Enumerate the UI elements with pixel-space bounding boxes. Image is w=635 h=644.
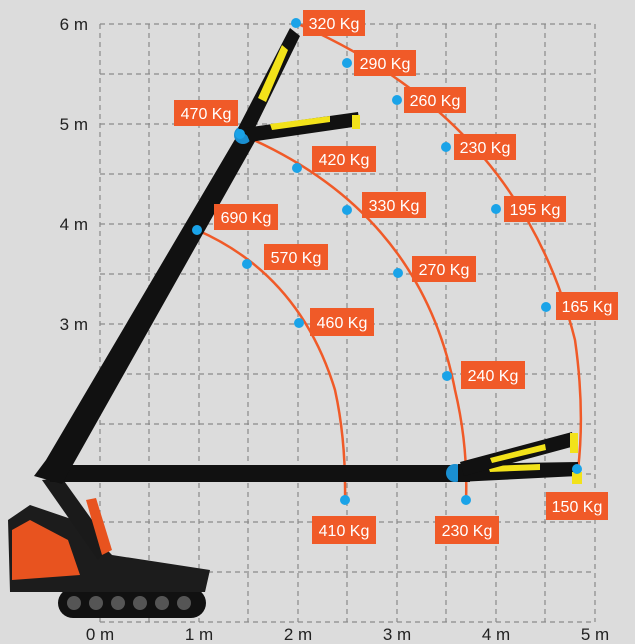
load-label: 260 Kg: [410, 93, 461, 110]
outer-reach-arc: [295, 21, 583, 471]
load-point: 410 Kg: [312, 495, 376, 544]
load-point: 270 Kg: [393, 256, 476, 282]
load-label: 320 Kg: [309, 16, 360, 33]
load-point-marker: [393, 268, 403, 278]
load-point-marker: [342, 205, 352, 215]
load-point: 290 Kg: [342, 50, 416, 76]
x-tick-label: 0 m: [86, 625, 114, 644]
load-point-marker: [291, 18, 301, 28]
load-label-box: [404, 87, 466, 113]
x-tick-label: 3 m: [383, 625, 411, 644]
load-point: 460 Kg: [294, 308, 374, 336]
load-label-box: [312, 146, 376, 172]
load-point: 420 Kg: [292, 146, 376, 173]
load-label-box: [556, 292, 618, 320]
load-label: 230 Kg: [442, 523, 493, 540]
load-label-box: [174, 100, 238, 126]
load-point-marker: [294, 318, 304, 328]
x-axis: 0 m 1 m 2 m 3 m 4 m 5 m: [86, 625, 609, 644]
load-point: 470 Kg: [174, 100, 245, 139]
load-point-marker: [340, 495, 350, 505]
reach-arcs: [196, 21, 583, 501]
inner-reach-arc: [196, 228, 347, 501]
machine: [8, 28, 582, 618]
load-label: 195 Kg: [510, 202, 561, 219]
load-point: 320 Kg: [291, 10, 365, 36]
y-tick-label: 4 m: [60, 215, 88, 234]
load-point-marker: [541, 302, 551, 312]
load-point-marker: [342, 58, 352, 68]
load-label-box: [214, 204, 278, 230]
load-point: 165 Kg: [541, 292, 618, 320]
load-label-box: [504, 196, 566, 222]
x-tick-label: 4 m: [482, 625, 510, 644]
y-tick-label: 3 m: [60, 315, 88, 334]
load-label-box: [454, 134, 516, 160]
load-label: 150 Kg: [552, 499, 603, 516]
load-label: 270 Kg: [419, 262, 470, 279]
load-label: 165 Kg: [562, 299, 613, 316]
load-point: 230 Kg: [435, 495, 499, 544]
load-point: 570 Kg: [242, 244, 328, 270]
load-point-marker: [572, 464, 582, 474]
load-point-marker: [292, 163, 302, 173]
load-label-box: [303, 10, 365, 36]
load-point-marker: [192, 225, 202, 235]
load-point-marker: [491, 204, 501, 214]
y-axis: 6 m 5 m 4 m 3 m: [60, 15, 88, 334]
y-tick-label: 5 m: [60, 115, 88, 134]
load-points: 320 Kg 290 Kg 260 Kg 230 Kg 195 Kg 165 K…: [174, 10, 618, 544]
load-label-box: [264, 244, 328, 270]
load-label-box: [461, 361, 525, 389]
load-label: 290 Kg: [360, 56, 411, 73]
load-label-box: [354, 50, 416, 76]
load-label: 690 Kg: [221, 210, 272, 227]
load-point-marker: [441, 142, 451, 152]
load-label: 570 Kg: [271, 250, 322, 267]
load-label: 240 Kg: [468, 368, 519, 385]
load-label-box: [546, 492, 608, 520]
load-point: 230 Kg: [441, 134, 516, 160]
x-tick-label: 1 m: [185, 625, 213, 644]
load-label-box: [310, 308, 374, 336]
load-point: 690 Kg: [192, 204, 278, 235]
y-tick-label: 6 m: [60, 15, 88, 34]
middle-reach-arc: [239, 132, 468, 501]
load-point: 240 Kg: [442, 361, 525, 389]
load-label: 460 Kg: [317, 315, 368, 332]
load-point-marker: [461, 495, 471, 505]
load-point-marker: [392, 95, 402, 105]
load-point: 195 Kg: [491, 196, 566, 222]
load-label: 410 Kg: [319, 523, 370, 540]
load-label: 470 Kg: [181, 106, 232, 123]
load-point-marker: [242, 259, 252, 269]
load-label: 230 Kg: [460, 140, 511, 157]
load-label-box: [312, 516, 376, 544]
load-label-box: [362, 192, 426, 218]
load-point: 260 Kg: [392, 87, 466, 113]
x-tick-label: 5 m: [581, 625, 609, 644]
load-label-box: [435, 516, 499, 544]
load-point-marker: [442, 371, 452, 381]
load-point-marker: [235, 129, 245, 139]
load-label: 420 Kg: [319, 152, 370, 169]
load-point: 330 Kg: [342, 192, 426, 218]
load-label: 330 Kg: [369, 198, 420, 215]
x-tick-label: 2 m: [284, 625, 312, 644]
load-point: 150 Kg: [546, 464, 608, 520]
load-label-box: [412, 256, 476, 282]
